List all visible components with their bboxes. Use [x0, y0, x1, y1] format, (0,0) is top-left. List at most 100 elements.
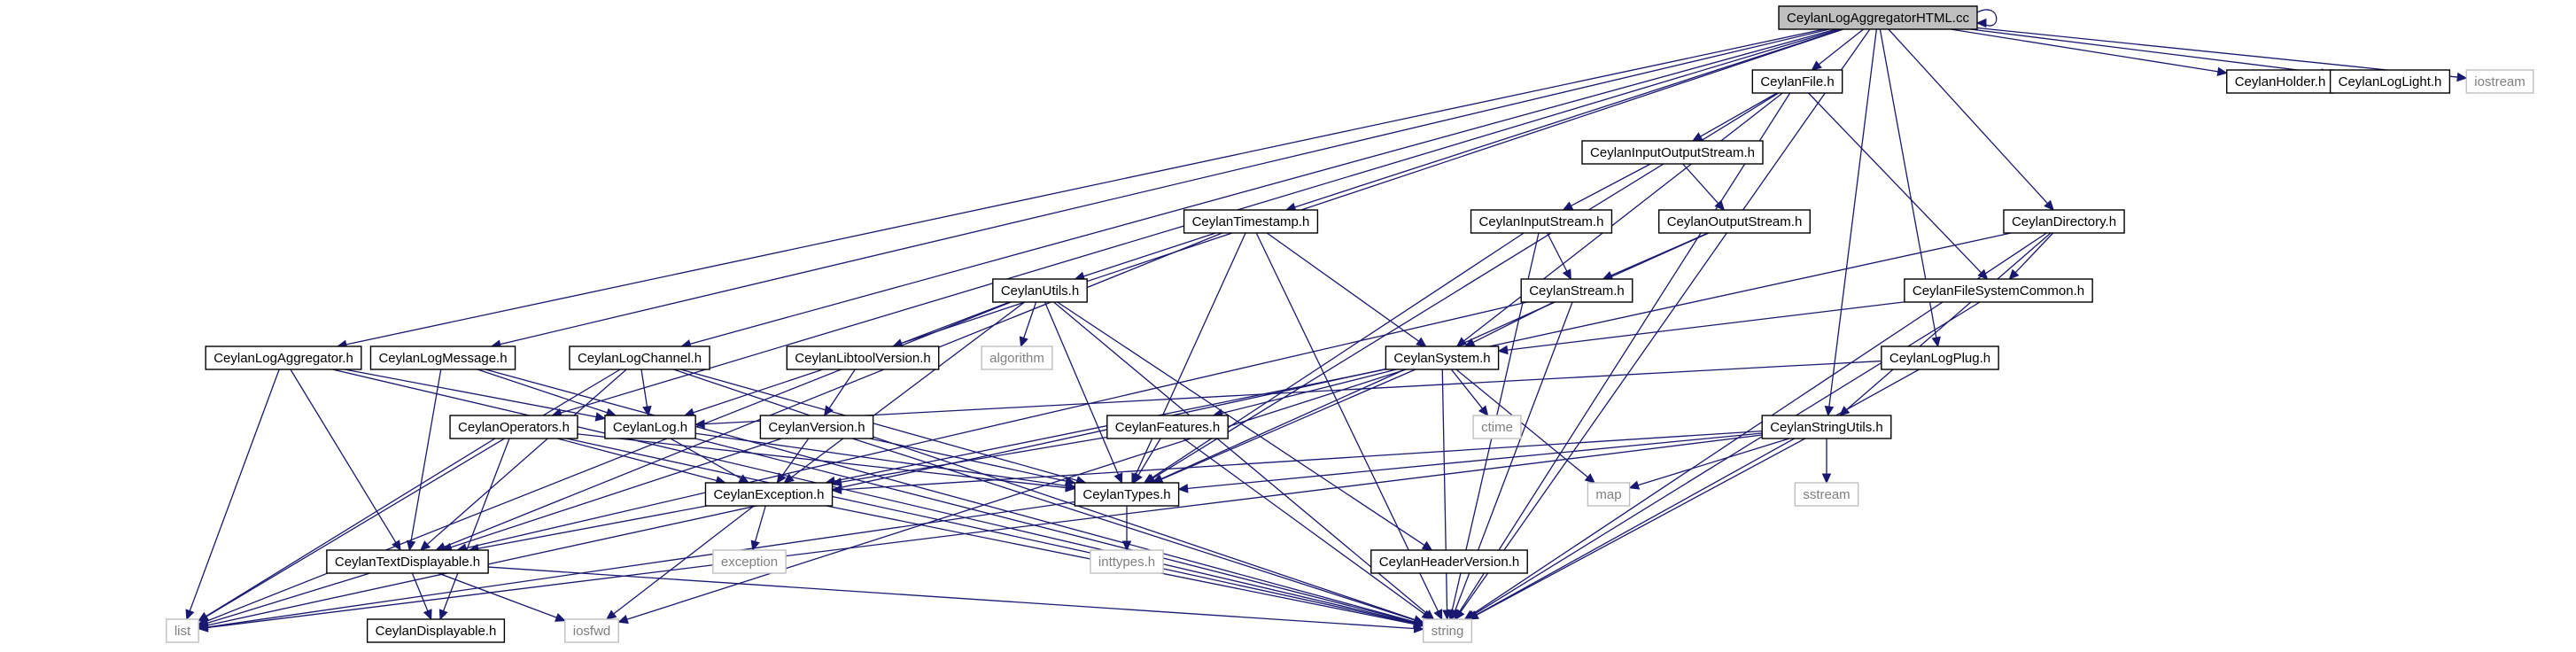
graph-node-n19[interactable]: CeylanLogPlug.h — [1881, 345, 1999, 370]
graph-node-n37[interactable]: string — [1422, 618, 1473, 643]
node-label: CeylanException.h — [713, 487, 824, 502]
node-box — [1074, 482, 1180, 507]
edge-arrowhead — [642, 405, 652, 417]
graph-node-n17[interactable]: algorithm — [981, 345, 1053, 370]
graph-node-n11[interactable]: CeylanFileSystemCommon.h — [1904, 278, 2093, 303]
dependency-edge-n22-n30 — [449, 438, 782, 548]
edge-arrowhead — [594, 412, 607, 422]
dependency-edge-n20-n34 — [205, 438, 496, 617]
dependency-edge-n12-n27 — [1044, 301, 1120, 476]
dependency-edge-n20-n35 — [442, 438, 510, 612]
edge-arrowhead — [1463, 338, 1476, 347]
dependency-edge-n15-n37 — [673, 369, 1416, 621]
edge-arrowhead — [1421, 540, 1433, 551]
dependency-edge-n12-n26 — [790, 301, 1026, 479]
graph-node-n21[interactable]: CeylanLog.h — [604, 415, 696, 439]
dependency-edge-n9-n11 — [2014, 232, 2054, 274]
dependency-edge-n0-n6 — [1293, 28, 1843, 208]
node-label: CeylanOutputStream.h — [1667, 214, 1803, 229]
graph-node-n20[interactable]: CeylanOperators.h — [449, 415, 578, 439]
dependency-edge-n10-n18 — [1471, 301, 1555, 344]
graph-node-n12[interactable]: CeylanUtils.h — [992, 278, 1088, 303]
node-box — [2329, 69, 2451, 94]
edge-arrowhead — [1450, 609, 1460, 621]
edge-arrowhead — [419, 540, 431, 551]
node-label: inttypes.h — [1098, 555, 1155, 570]
graph-node-n8[interactable]: CeylanOutputStream.h — [1658, 209, 1811, 234]
graph-node-n18[interactable]: CeylanSystem.h — [1385, 345, 1500, 370]
graph-node-n14[interactable]: CeylanLogMessage.h — [369, 345, 516, 370]
graph-node-n23[interactable]: CeylanFeatures.h — [1106, 415, 1229, 439]
dependency-edge-n23-n27 — [1137, 438, 1161, 477]
graph-node-n32[interactable]: inttypes.h — [1090, 549, 1164, 574]
graph-node-n10[interactable]: CeylanStream.h — [1520, 278, 1633, 303]
edge-arrowhead — [1433, 609, 1443, 621]
dependency-edge-n20-n26 — [557, 438, 718, 482]
dependency-edge-n26-n31 — [754, 505, 766, 543]
graph-node-n29[interactable]: sstream — [1794, 482, 1859, 507]
dependency-edge-n13-n30 — [290, 369, 397, 544]
node-label: CeylanHeaderVersion.h — [1379, 555, 1519, 570]
dependency-edge-n27-n34 — [206, 501, 1075, 628]
edge-arrowhead — [423, 609, 432, 621]
dependency-edge-n0-n9 — [1888, 28, 2049, 205]
edge-arrowhead — [1177, 484, 1189, 493]
graph-node-n28[interactable]: map — [1587, 482, 1631, 507]
graph-node-n27[interactable]: CeylanTypes.h — [1074, 482, 1180, 507]
graph-node-n9[interactable]: CeylanDirectory.h — [2003, 209, 2125, 234]
node-label: CeylanTimestamp.h — [1192, 214, 1310, 229]
dependency-edge-n30-n34 — [206, 572, 370, 625]
graph-node-n36[interactable]: iosfwd — [564, 618, 619, 643]
graph-node-n13[interactable]: CeylanLogAggregator.h — [205, 345, 362, 370]
dependency-edge-n16-n22 — [828, 369, 856, 409]
graph-node-n34[interactable]: list — [166, 618, 199, 643]
edge-arrowhead — [1478, 405, 1489, 416]
dependency-edge-n18-n37 — [1441, 369, 1448, 612]
edge-arrowhead — [1468, 610, 1479, 620]
dependency-edge-n0-n15 — [688, 28, 1836, 345]
dependency-edge-n0-n2 — [1950, 28, 2219, 73]
graph-node-n24[interactable]: ctime — [1472, 415, 1522, 439]
node-box — [1794, 482, 1859, 507]
node-label: CeylanLog.h — [613, 420, 687, 435]
graph-node-n15[interactable]: CeylanLogChannel.h — [569, 345, 710, 370]
node-box — [604, 415, 696, 439]
graph-node-n4[interactable]: iostream — [2465, 69, 2534, 94]
graph-node-n30[interactable]: CeylanTextDisplayable.h — [326, 549, 489, 574]
edge-arrowhead — [438, 609, 448, 621]
node-box — [1106, 415, 1229, 439]
graph-node-n7[interactable]: CeylanInputStream.h — [1470, 209, 1613, 234]
edge-arrowhead — [617, 615, 629, 625]
edge-layer — [185, 9, 2468, 633]
graph-node-n1[interactable]: CeylanFile.h — [1751, 69, 1843, 94]
graph-node-n6[interactable]: CeylanTimestamp.h — [1183, 209, 1319, 234]
node-label: string — [1432, 624, 1464, 639]
graph-node-n33[interactable]: CeylanHeaderVersion.h — [1370, 549, 1528, 574]
graph-node-n35[interactable]: CeylanDisplayable.h — [366, 618, 506, 643]
node-box — [205, 345, 362, 370]
graph-node-n16[interactable]: CeylanLibtoolVersion.h — [786, 345, 940, 370]
dependency-edge-n0-n1 — [1818, 28, 1864, 66]
graph-node-n22[interactable]: CeylanVersion.h — [759, 415, 874, 439]
graph-node-n3[interactable]: CeylanLogLight.h — [2329, 69, 2451, 94]
graph-node-n26[interactable]: CeylanException.h — [704, 482, 834, 507]
graph-node-n25[interactable]: CeylanStringUtils.h — [1761, 415, 1892, 439]
dependency-edge-n1-n5 — [1699, 92, 1778, 138]
node-label: CeylanLogPlug.h — [1889, 351, 1990, 366]
node-box — [1778, 5, 1978, 30]
graph-node-n0[interactable]: CeylanLogAggregatorHTML.cc — [1778, 5, 1978, 30]
dependency-edge-n22-n37 — [852, 438, 1416, 622]
dependency-edge-n22-n26 — [780, 438, 810, 477]
dependency-edge-n0-n14 — [499, 28, 1830, 345]
graph-node-n2[interactable]: CeylanHolder.h — [2226, 69, 2334, 94]
dependency-edge-n30-n37 — [488, 566, 1416, 630]
dependency-edge-n0-n37 — [1459, 28, 1871, 614]
edge-arrowhead — [555, 613, 566, 622]
graph-node-n31[interactable]: exception — [712, 549, 787, 574]
node-label: CeylanFeatures.h — [1115, 420, 1220, 435]
edge-arrowhead — [1977, 268, 1989, 280]
node-label: CeylanLogChannel.h — [578, 351, 702, 366]
graph-node-n5[interactable]: CeylanInputOutputStream.h — [1581, 140, 1764, 165]
